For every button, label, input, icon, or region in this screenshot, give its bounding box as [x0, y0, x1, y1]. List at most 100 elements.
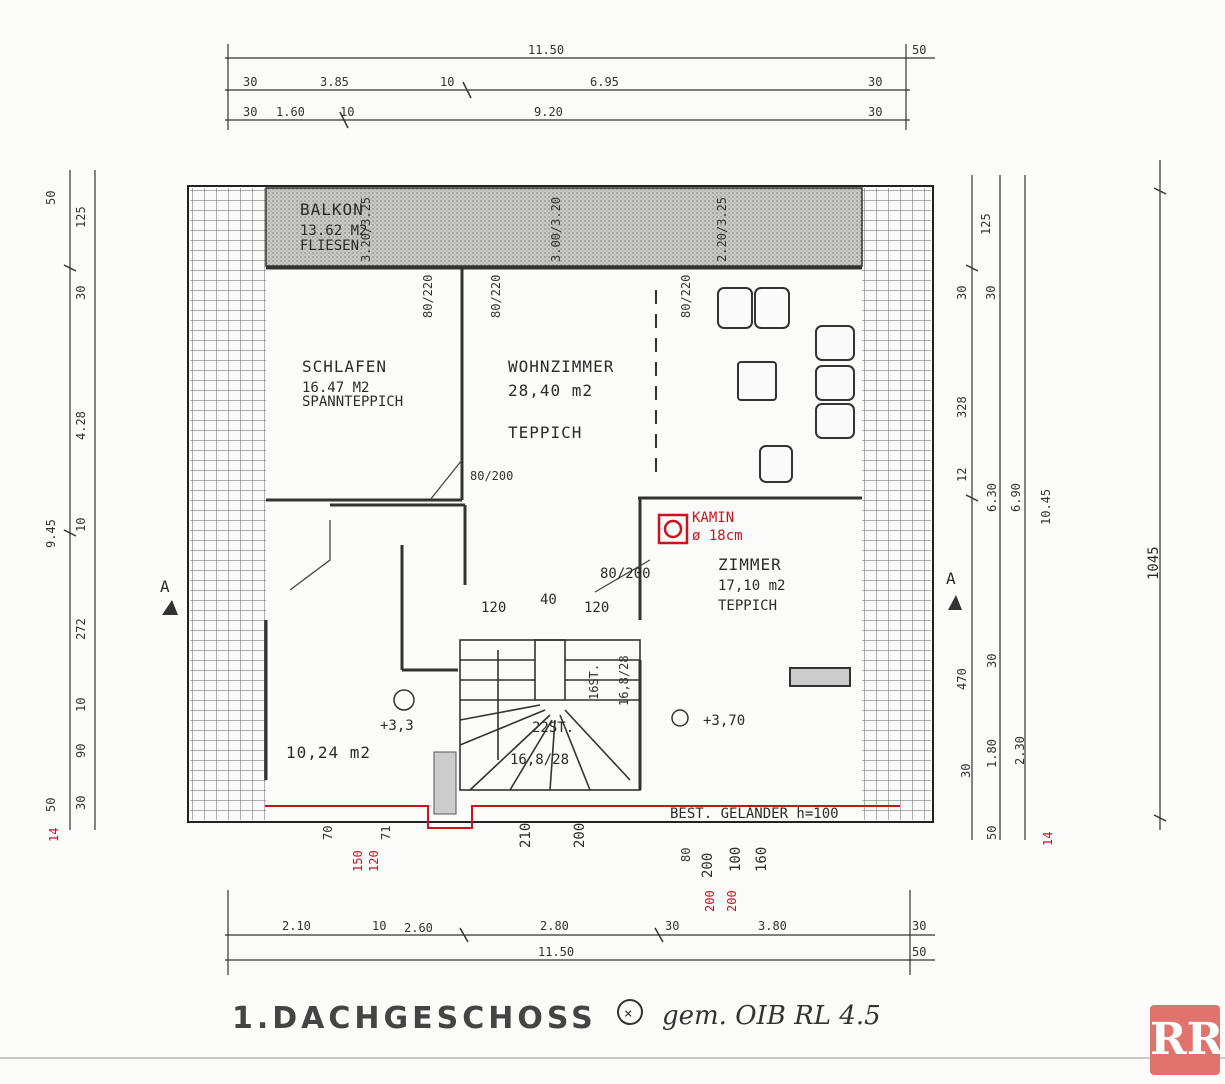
dimension-lines — [69, 44, 1161, 975]
section-marker-right: A — [946, 569, 957, 588]
schlafen-name: SCHLAFEN — [302, 357, 387, 376]
dim-bottom-1-4: 30 — [665, 919, 679, 933]
wohnzimmer-name: WOHNZIMMER — [508, 357, 614, 376]
stair-width-0: 120 — [481, 600, 506, 616]
dim-bottom-1-3: 2.80 — [540, 919, 569, 933]
building-outline — [187, 185, 934, 823]
door-label-2: 80/220 — [679, 275, 693, 318]
section-arrow-right — [948, 595, 962, 610]
dim-left-11: 14 — [47, 828, 61, 842]
stairs-left-count: 16ST. — [587, 664, 601, 700]
dim-left-2: 30 — [74, 286, 88, 300]
dim-bottom-2-0: 11.50 — [538, 945, 574, 959]
stair-width-1: 40 — [540, 592, 557, 608]
dimension-ticks — [63, 81, 1167, 943]
schlafen-floor: SPANNTEPPICH — [302, 394, 403, 410]
dim-top-1-1: 50 — [912, 43, 926, 57]
bottom-misc-1: 71 — [379, 826, 393, 840]
section-marker-left: A — [160, 577, 171, 596]
dim-left-3: 4.28 — [74, 411, 88, 440]
dim-overall: 1045 — [1146, 546, 1162, 580]
dim-right-1: 30 — [955, 286, 969, 300]
dim-bottom-1-0: 2.10 — [282, 919, 311, 933]
door-label-0: 80/220 — [421, 275, 435, 318]
dim-top-2-3: 6.95 — [590, 75, 619, 89]
dim-bottom-1-2: 2.60 — [404, 921, 433, 935]
stairs-main-ratio: 16,8/28 — [510, 752, 569, 768]
interior-walls — [264, 266, 862, 790]
bottom-misc-6: 80 — [679, 848, 693, 862]
dim-left-6: 272 — [74, 618, 88, 640]
kamin-symbol — [657, 513, 689, 545]
dim-top-3-2: 10 — [340, 105, 354, 119]
kamin-label: KAMIN — [692, 510, 734, 526]
bottom-misc-0: 70 — [321, 826, 335, 840]
plan-note: gem. OIB RL 4.5 — [662, 1001, 881, 1031]
stairs-level: +3,70 — [703, 713, 745, 729]
bad-level: +3,3 — [380, 718, 414, 734]
dim-right-2: 30 — [984, 286, 998, 300]
dim-right-3: 328 — [955, 396, 969, 418]
bottom-misc-9: 160 — [754, 847, 770, 872]
bottom-misc-3: 120 — [367, 850, 381, 872]
dim-right-7: 10.45 — [1039, 489, 1053, 525]
schlafen-area: 16.47 M2 — [302, 380, 369, 396]
dim-right-14: 14 — [1041, 832, 1055, 846]
dim-right-10: 1.80 — [985, 739, 999, 768]
bad-area: 10,24 m2 — [286, 743, 371, 762]
bottom-misc-11: 200 — [725, 890, 739, 912]
dim-right-9: 30 — [985, 654, 999, 668]
zimmer-name: ZIMMER — [718, 555, 782, 574]
dim-top-3-3: 9.20 — [534, 105, 563, 119]
dim-top-3-0: 30 — [243, 105, 257, 119]
dim-top-2-1: 3.85 — [320, 75, 349, 89]
door-swings — [289, 459, 651, 593]
stair-width-2: 120 — [584, 600, 609, 616]
bottom-misc-4: 210 — [518, 823, 534, 848]
window-label-2: 2.20/3.25 — [715, 197, 729, 262]
dim-left-4: 9.45 — [44, 519, 58, 548]
note-circle-icon — [617, 999, 643, 1025]
section-arrow-left — [162, 600, 178, 615]
railing-line — [265, 805, 900, 829]
balkon-name: BALKON — [300, 200, 364, 219]
dim-right-5: 6.30 — [985, 483, 999, 512]
door-label-3: 80/200 — [470, 469, 513, 483]
roof-slope-left — [190, 188, 266, 820]
dim-right-13: 50 — [985, 826, 999, 840]
dim-left-10: 30 — [74, 796, 88, 810]
dim-bottom-1-6: 30 — [912, 919, 926, 933]
dim-top-1-0: 11.50 — [528, 43, 564, 57]
dim-top-3-4: 30 — [868, 105, 882, 119]
dim-top-3-1: 1.60 — [276, 105, 305, 119]
wohnzimmer-floor: TEPPICH — [508, 423, 582, 442]
dim-left-0: 50 — [44, 191, 58, 205]
dim-right-6: 6.90 — [1009, 483, 1023, 512]
bottom-misc-10: 200 — [703, 890, 717, 912]
balcony-area — [265, 187, 863, 267]
level-markers — [393, 689, 689, 727]
dim-right-4: 12 — [955, 468, 969, 482]
dim-left-5: 10 — [74, 518, 88, 532]
bottom-misc-7: 200 — [700, 853, 716, 878]
dim-left-9: 50 — [44, 798, 58, 812]
stairs-left-ratio: 16,8/28 — [617, 655, 631, 706]
railing-label: BEST. GELÄNDER h=100 — [670, 804, 839, 822]
zimmer-area: 17,10 m2 — [718, 578, 785, 594]
dim-right-8: 470 — [955, 668, 969, 690]
bottom-misc-8: 100 — [728, 847, 744, 872]
zimmer-floor: TEPPICH — [718, 598, 777, 614]
dim-right-11: 2.30 — [1013, 736, 1027, 765]
roof-slope-right — [862, 188, 931, 820]
dim-bottom-1-5: 3.80 — [758, 919, 787, 933]
balkon-floor: FLIESEN — [300, 238, 359, 254]
bottom-misc-5: 200 — [572, 823, 588, 848]
kamin-diameter: ø 18cm — [692, 528, 743, 544]
dim-left-7: 10 — [74, 698, 88, 712]
furniture — [717, 287, 855, 687]
dim-bottom-1-1: 10 — [372, 919, 386, 933]
dim-top-2-0: 30 — [243, 75, 257, 89]
brand-logo: RR — [1150, 1005, 1223, 1075]
